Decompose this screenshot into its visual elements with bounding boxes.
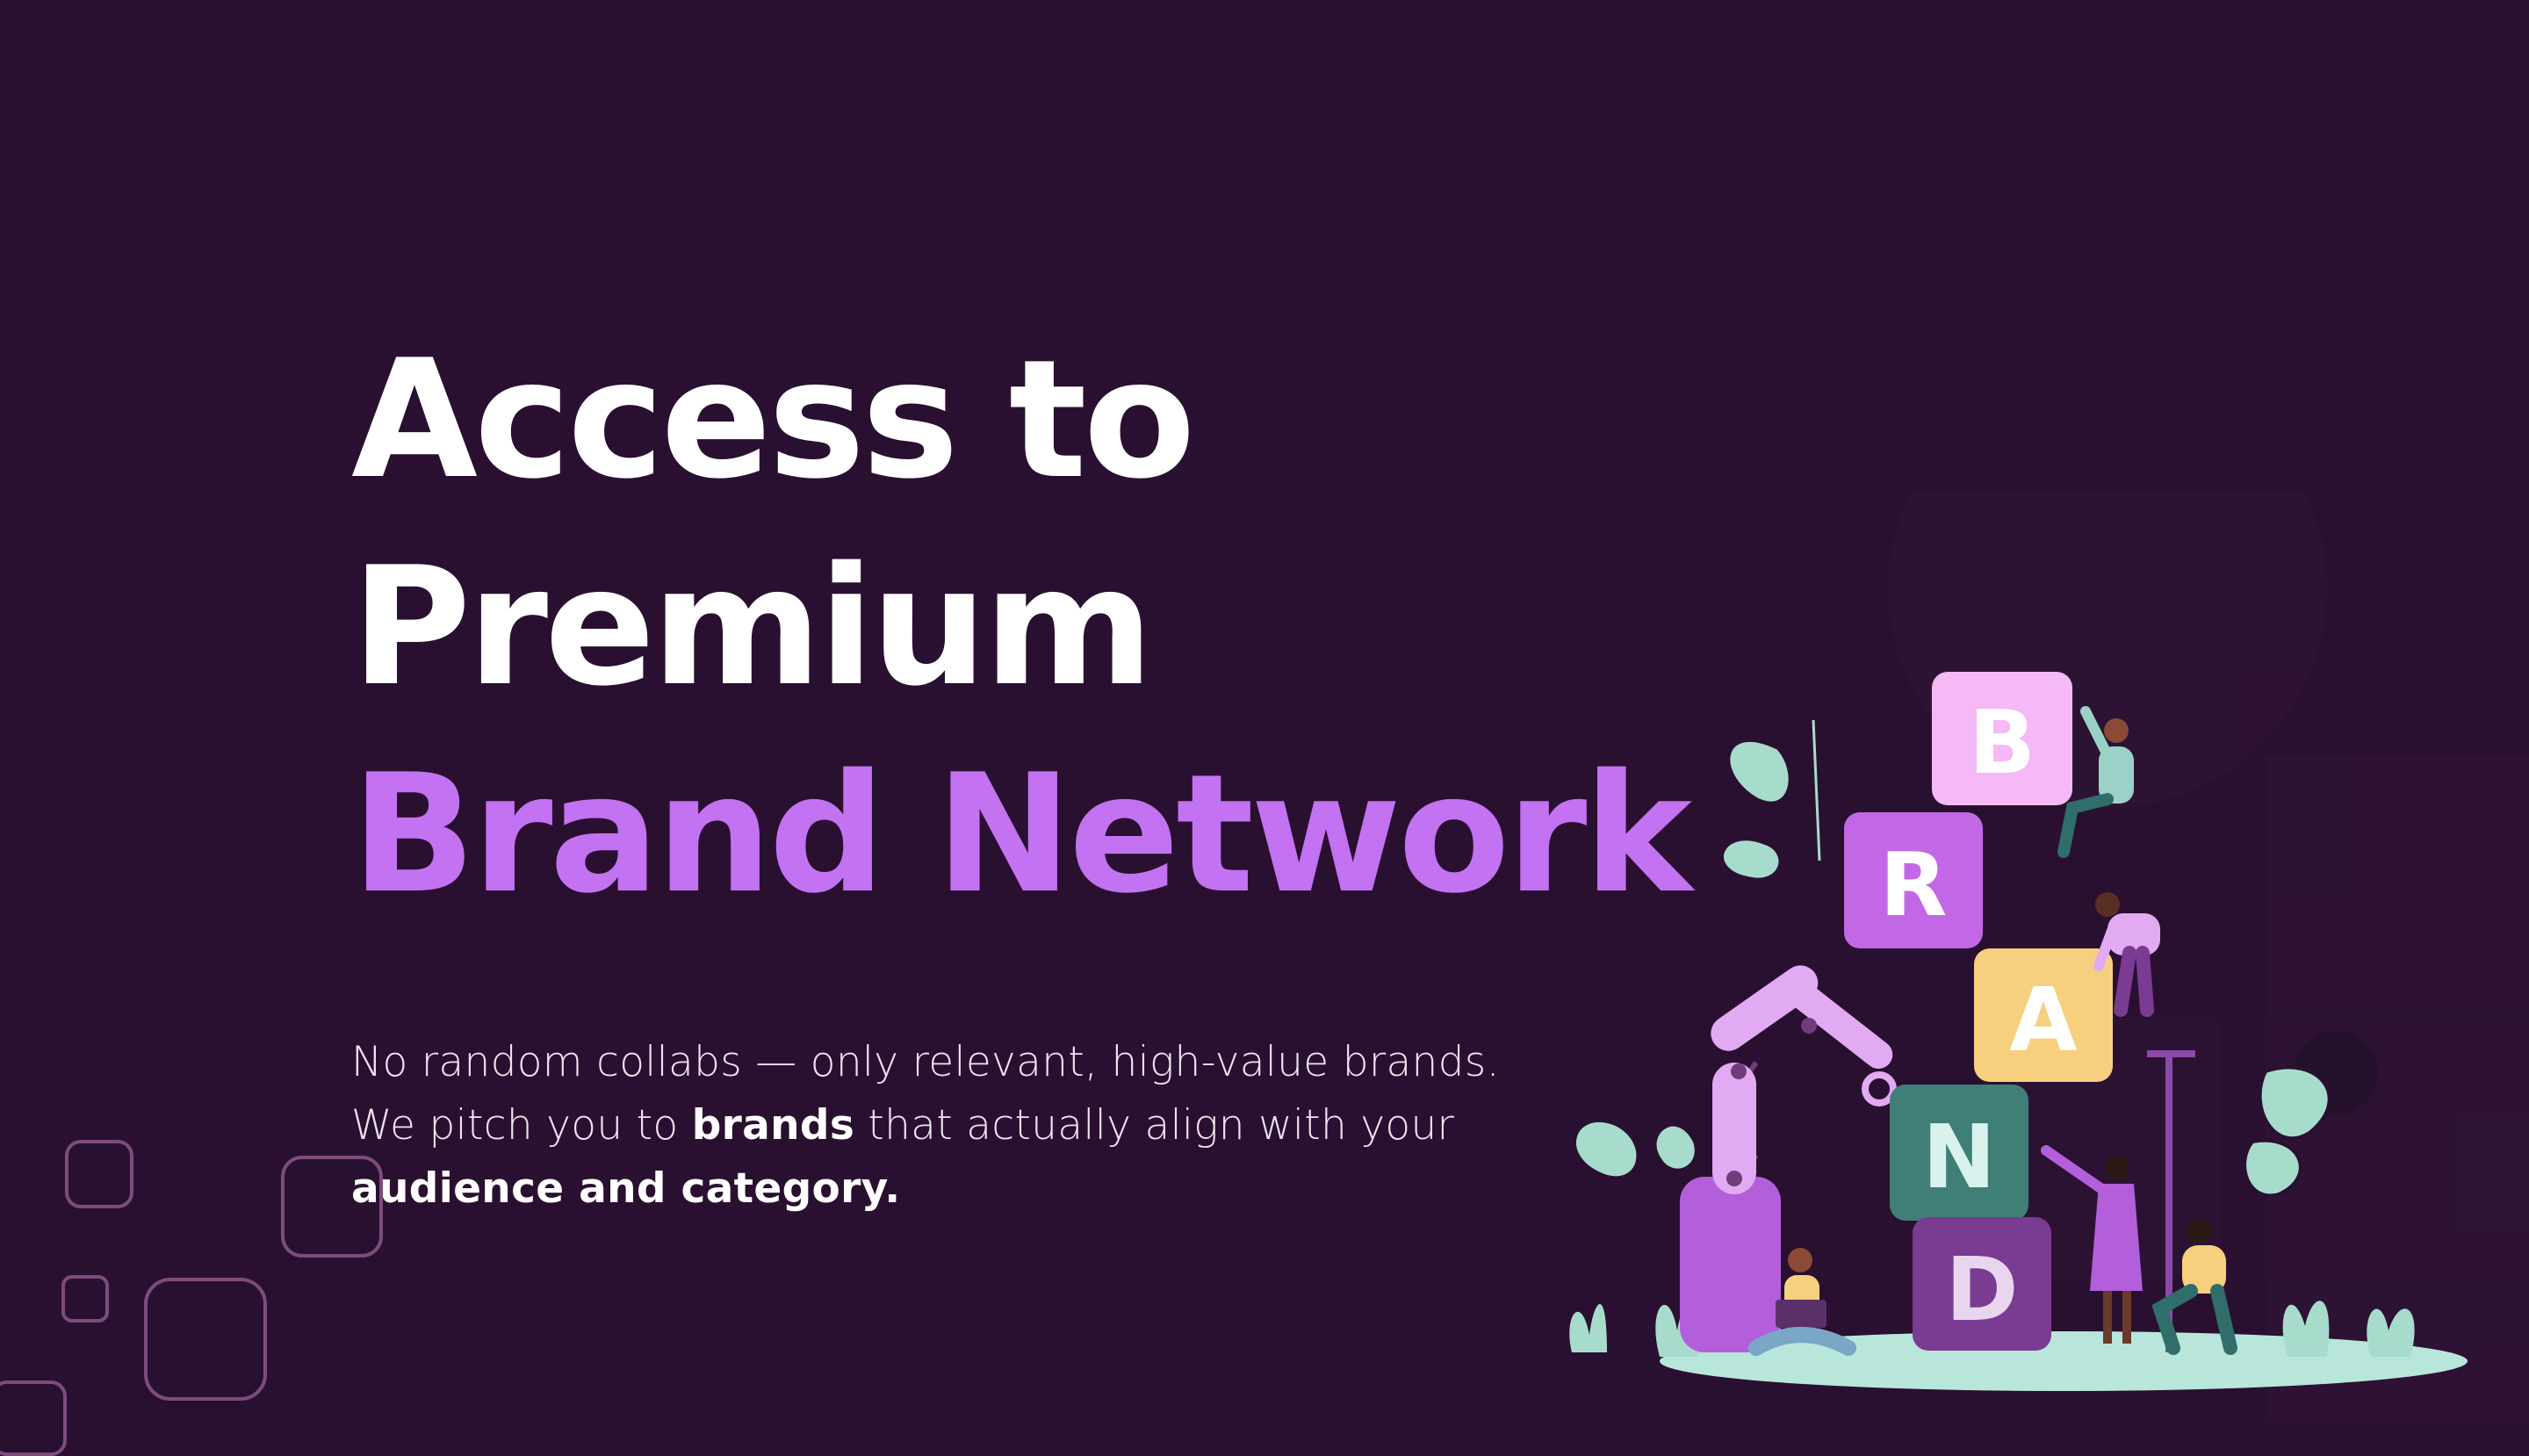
description-line-2-pre: We pitch you to: [351, 1101, 692, 1150]
description-line-3: audience and category.: [351, 1157, 2020, 1221]
decor-square-1: [65, 1140, 133, 1208]
block-n-letter: N: [1922, 1106, 1996, 1208]
decor-square-3: [61, 1275, 109, 1323]
block-n: N: [1890, 1085, 2028, 1221]
page-title: Access to Premium Brand Network: [351, 316, 2020, 938]
description-line-2-post: that actually align with your: [854, 1101, 1455, 1150]
block-b-letter: B: [1969, 691, 2035, 794]
block-r-letter: R: [1879, 833, 1947, 936]
leaf-plant-top-left: [1720, 719, 1821, 882]
leaf-plant-right: [2243, 1065, 2331, 1198]
title-line-2-highlight: Brand Network: [351, 739, 1692, 929]
person-middle: [2093, 892, 2160, 1017]
description: No random collabs — only relevant, high-…: [351, 1031, 2020, 1221]
block-d-letter: D: [1945, 1238, 2018, 1341]
title-line-1: Access to Premium: [351, 324, 1195, 722]
decor-square-5: [0, 1380, 67, 1456]
description-line-1: No random collabs — only relevant, high-…: [351, 1038, 1500, 1086]
robot-arm: [1680, 965, 1897, 1352]
block-r: R: [1844, 812, 1983, 948]
description-line-2-bold: brands: [691, 1101, 855, 1150]
person-crouching: [2151, 1219, 2237, 1355]
person-laptop: [1748, 1248, 1856, 1356]
person-pointing: [2041, 1145, 2143, 1344]
block-d: D: [1913, 1217, 2051, 1351]
brand-blocks-illustration: B R A N D: [1493, 492, 2529, 1423]
decor-square-2: [281, 1156, 383, 1258]
description-line-3-bold: audience and category.: [351, 1164, 901, 1213]
block-a: A: [1974, 948, 2113, 1082]
leaf-plant-left: [1573, 1118, 1698, 1180]
description-line-2: We pitch you to brands that actually ali…: [351, 1094, 2020, 1157]
decor-square-4: [144, 1278, 267, 1401]
ground-platform: [1660, 1331, 2468, 1391]
block-a-letter: A: [2009, 969, 2077, 1071]
hero-section: Access to Premium Brand Network No rando…: [351, 316, 2020, 1221]
block-b: B: [1932, 672, 2072, 805]
person-top: [2057, 706, 2134, 858]
